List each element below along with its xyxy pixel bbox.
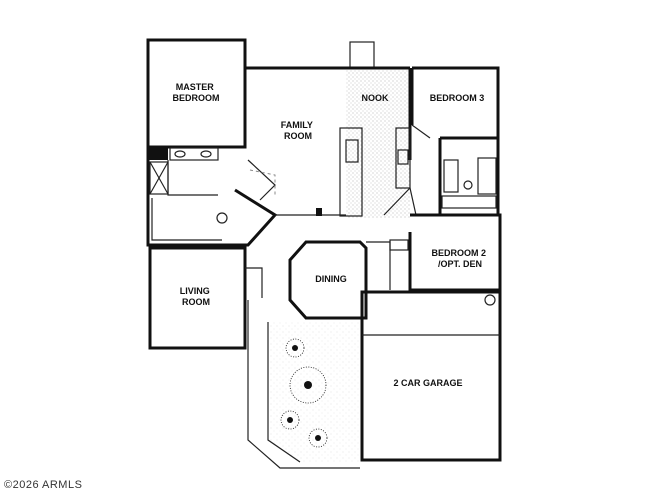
vanity <box>169 147 219 161</box>
bedroom2-label: BEDROOM 2 /OPT. DEN <box>431 248 488 269</box>
door-swing <box>411 124 431 139</box>
entry-closet <box>245 267 263 298</box>
linen-closet <box>441 195 497 209</box>
sink-icon <box>200 150 212 158</box>
laundry <box>389 239 409 251</box>
family-room-label: FAMILY ROOM <box>281 120 316 141</box>
tub-icon <box>477 157 497 195</box>
toilet-icon <box>216 212 228 224</box>
shower-diagonal <box>149 161 169 195</box>
dining-walls <box>288 240 368 320</box>
master-bath-walls <box>146 147 225 247</box>
master-bedroom-label: MASTER BEDROOM <box>173 82 220 103</box>
column <box>316 208 322 216</box>
kitchen-sink-icon <box>345 139 359 163</box>
sink-icon <box>174 150 186 158</box>
courtyard-wall <box>247 300 360 469</box>
copyright-watermark: ©2026 ARMLS <box>4 479 83 491</box>
hall <box>366 241 391 290</box>
garage-label: 2 CAR GARAGE <box>393 378 462 388</box>
plant-icon <box>285 338 305 358</box>
kitchen-counter <box>395 127 411 189</box>
plant-icon <box>289 366 327 404</box>
living-room-label: LIVING ROOM <box>180 286 213 307</box>
entertainment-niche <box>249 169 276 195</box>
courtyard-inner <box>267 322 301 463</box>
bath-vanity <box>443 159 459 193</box>
bedroom2-walls <box>408 213 502 292</box>
vanity-dark <box>148 148 168 160</box>
plant-icon <box>308 428 328 448</box>
bath-partition <box>167 160 218 196</box>
hall-bath-walls <box>438 138 500 217</box>
living-room-walls <box>148 246 247 350</box>
closet <box>151 198 222 241</box>
nook-floor <box>346 68 410 218</box>
bedroom3-label: BEDROOM 3 <box>430 93 485 103</box>
range-icon <box>397 149 409 165</box>
bedroom3-walls <box>412 66 500 140</box>
kitchen-island <box>339 127 363 217</box>
hall-angled-wall <box>225 188 278 247</box>
nook-label: NOOK <box>362 93 390 103</box>
water-heater-icon <box>484 294 496 306</box>
dining-label: DINING <box>315 274 347 284</box>
toilet-icon <box>463 180 473 190</box>
garage-walls <box>360 290 502 462</box>
pantry <box>383 186 417 216</box>
courtyard <box>268 322 360 462</box>
hall-thin <box>247 159 276 201</box>
fireplace <box>349 41 375 69</box>
plant-icon <box>280 410 300 430</box>
